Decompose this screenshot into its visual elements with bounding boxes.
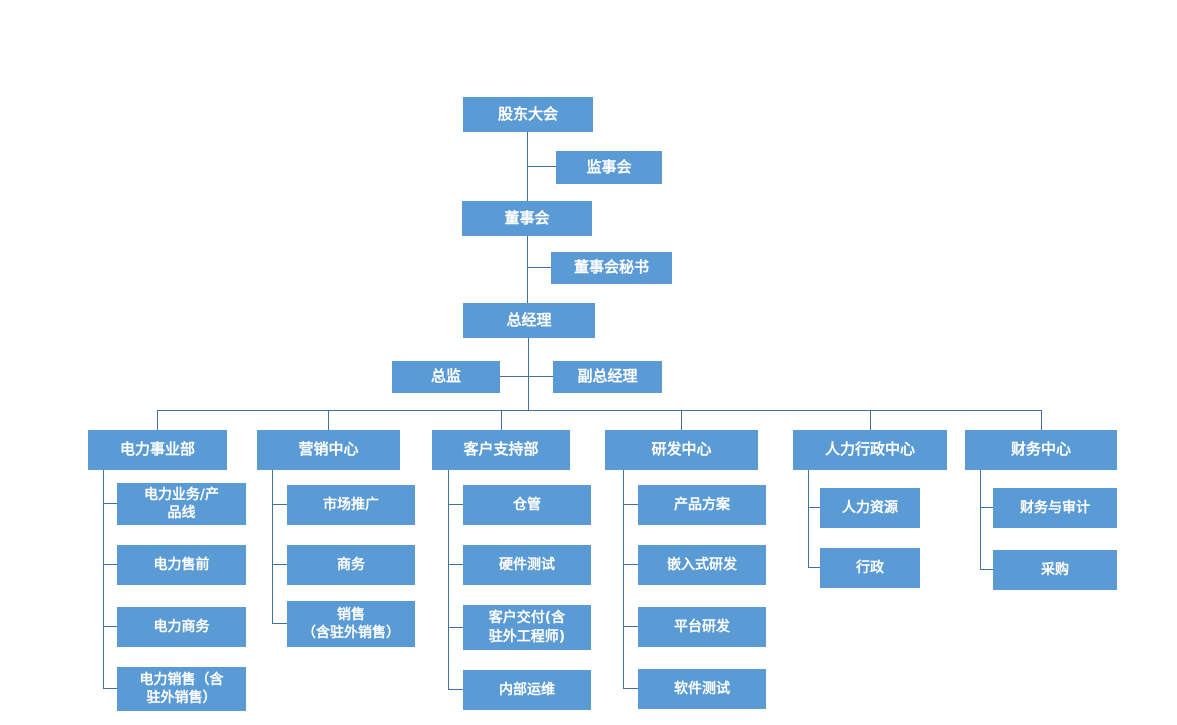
connector-line [448, 627, 463, 628]
connector-line [623, 470, 624, 689]
connector-line [623, 688, 638, 689]
connector-line [623, 504, 638, 505]
node-director: 总监 [392, 361, 500, 393]
child-node: 电力商务 [117, 607, 246, 647]
connector-line [527, 236, 528, 303]
child-node: 平台研发 [638, 607, 766, 647]
connector-line [103, 688, 117, 689]
node-board-secretary: 董事会秘书 [551, 252, 672, 284]
connector-line [623, 626, 638, 627]
connector-line [103, 564, 117, 565]
connector-line [528, 338, 529, 410]
connector-line [501, 410, 502, 430]
child-node: 采购 [993, 550, 1117, 590]
dept-node-power-division: 电力事业部 [88, 430, 227, 470]
node-deputy-general-manager: 副总经理 [553, 361, 662, 393]
connector-line [272, 504, 287, 505]
child-node: 嵌入式研发 [638, 545, 766, 585]
child-node: 行政 [820, 548, 920, 588]
child-node: 电力业务/产 品线 [117, 483, 246, 525]
connector-line [272, 564, 287, 565]
dept-node-customer-support: 客户支持部 [432, 430, 570, 470]
connector-line [448, 689, 463, 690]
connector-line [527, 132, 528, 201]
connector-line [500, 376, 553, 377]
connector-line [808, 470, 809, 568]
child-node: 硬件测试 [463, 545, 591, 585]
node-shareholders-meeting: 股东大会 [463, 97, 593, 132]
connector-line [623, 564, 638, 565]
dept-node-hr-admin-center: 人力行政中心 [793, 430, 947, 470]
dept-node-finance-center: 财务中心 [965, 430, 1117, 470]
connector-line [328, 410, 329, 430]
child-node: 电力售前 [117, 545, 246, 585]
connector-line [681, 410, 682, 430]
connector-line [980, 470, 981, 570]
node-supervisory-board: 监事会 [556, 151, 662, 184]
child-node: 产品方案 [638, 485, 766, 525]
node-board-of-directors: 董事会 [462, 201, 592, 236]
child-node: 人力资源 [820, 488, 920, 528]
child-node: 仓管 [463, 485, 591, 525]
connector-line [103, 470, 104, 689]
connector-line [157, 410, 1041, 411]
connector-line [157, 410, 158, 430]
dept-node-rnd-center: 研发中心 [605, 430, 758, 470]
connector-line [272, 470, 273, 624]
connector-line [448, 564, 463, 565]
connector-line [1041, 410, 1042, 430]
child-node: 市场推广 [287, 485, 415, 525]
dept-node-marketing-center: 营销中心 [257, 430, 400, 470]
child-node: 财务与审计 [993, 488, 1117, 528]
connector-line [980, 569, 993, 570]
child-node: 内部运维 [463, 670, 591, 710]
connector-line [870, 410, 871, 430]
connector-line [528, 267, 551, 268]
connector-line [272, 623, 287, 624]
connector-line [103, 626, 117, 627]
child-node: 商务 [287, 545, 415, 585]
child-node: 销售 （含驻外销售） [287, 601, 415, 647]
connector-line [808, 567, 822, 568]
child-node: 电力销售（含 驻外销售） [117, 667, 246, 711]
connector-line [103, 503, 117, 504]
connector-line [448, 504, 463, 505]
connector-line [808, 507, 822, 508]
child-node: 客户交付(含 驻外工程师) [463, 605, 591, 650]
node-general-manager: 总经理 [463, 303, 595, 338]
child-node: 软件测试 [638, 669, 766, 709]
connector-line [448, 470, 449, 690]
connector-line [528, 166, 556, 167]
connector-line [980, 507, 993, 508]
